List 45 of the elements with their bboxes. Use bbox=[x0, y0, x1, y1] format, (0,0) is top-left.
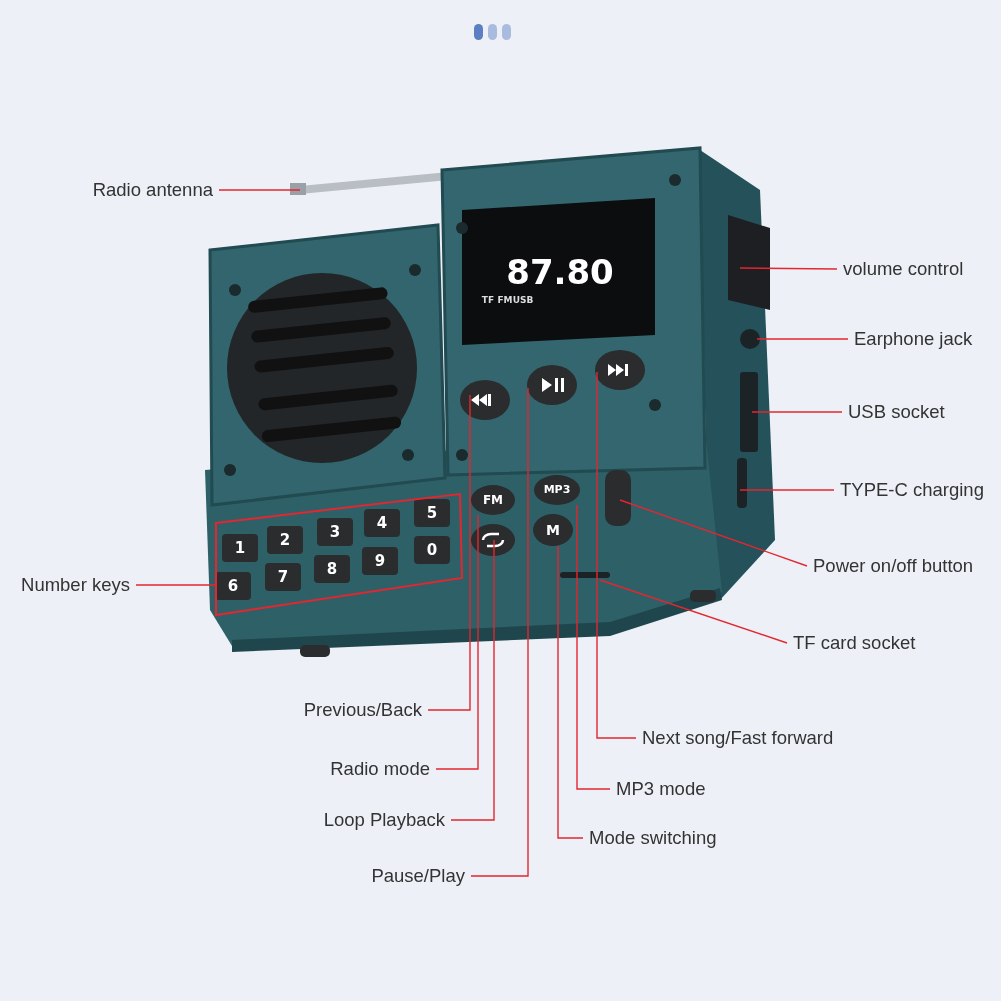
leader-line bbox=[470, 387, 529, 877]
display-indicator: FM bbox=[497, 295, 513, 305]
leader-line bbox=[756, 338, 849, 340]
callout-label: Previous/Back bbox=[303, 699, 422, 721]
leader-line bbox=[576, 504, 611, 790]
callout-label: TYPE-C charging bbox=[840, 479, 984, 501]
callout-label: Radio mode bbox=[330, 758, 430, 780]
callout-frame bbox=[215, 490, 463, 618]
key-label: 0 bbox=[426, 541, 438, 559]
leader-line bbox=[557, 545, 584, 839]
leader-line bbox=[427, 394, 471, 711]
callout-label: Earphone jack bbox=[854, 328, 973, 350]
callout-label: Pause/Play bbox=[371, 865, 465, 887]
callout-label: USB socket bbox=[848, 401, 945, 423]
key-label: 9 bbox=[374, 552, 386, 570]
callout-label: Loop Playback bbox=[323, 809, 445, 831]
key-label: 7 bbox=[277, 568, 289, 586]
callout-label: volume control bbox=[843, 258, 964, 280]
leader-line bbox=[751, 411, 843, 413]
callout-label: MP3 mode bbox=[616, 778, 706, 800]
display-readout: 87.80 bbox=[506, 252, 614, 292]
key-label: 1 bbox=[234, 539, 246, 557]
key-label: 3 bbox=[329, 523, 341, 541]
leader-line bbox=[619, 499, 808, 567]
leader-line bbox=[739, 267, 838, 270]
key-label: 5 bbox=[426, 504, 438, 522]
key-label: 4 bbox=[376, 514, 388, 532]
key-label: 6 bbox=[227, 577, 239, 595]
display-indicator: TF bbox=[481, 295, 495, 305]
callout-label: Next song/Fast forward bbox=[642, 727, 834, 749]
leader-line bbox=[450, 539, 495, 821]
leader-line bbox=[739, 489, 835, 491]
callout-label: Power on/off button bbox=[813, 555, 974, 577]
callout-label: Mode switching bbox=[589, 827, 717, 849]
callout-label: Radio antenna bbox=[92, 179, 213, 201]
key-label: 8 bbox=[326, 560, 338, 578]
leader-line bbox=[599, 579, 788, 644]
key-label: 2 bbox=[279, 531, 291, 549]
leader-line bbox=[435, 514, 479, 770]
display-indicator: USB bbox=[512, 295, 534, 305]
leader-line bbox=[218, 189, 301, 191]
leader-line bbox=[596, 371, 637, 739]
callout-label: TF card socket bbox=[793, 632, 916, 654]
callout-label: Number keys bbox=[21, 574, 130, 596]
leader-line bbox=[135, 584, 216, 586]
